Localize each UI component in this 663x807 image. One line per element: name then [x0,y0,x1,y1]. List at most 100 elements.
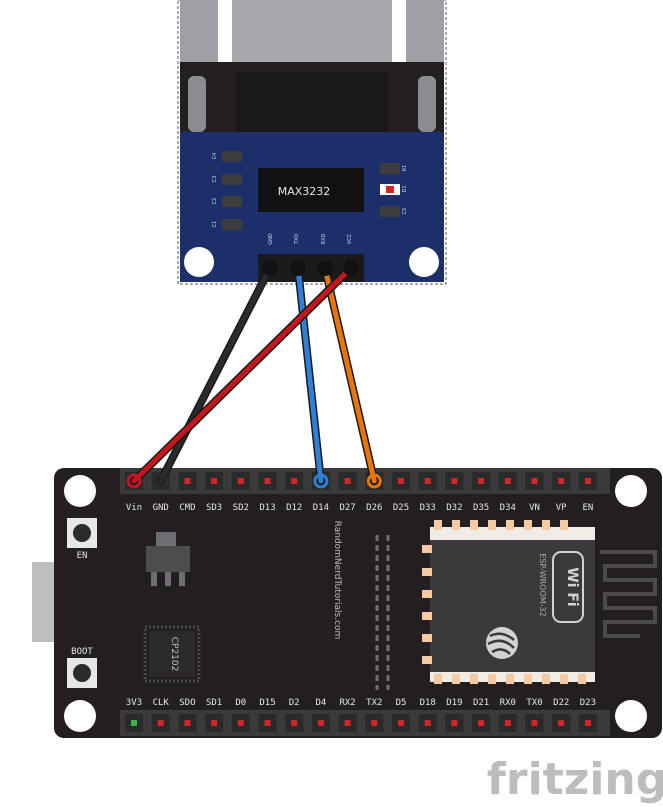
bottom-pin-label: D4 [315,698,326,708]
voltage-regulator [146,532,190,586]
bottom-pin-d2[interactable] [291,720,298,726]
top-pin-sd3[interactable] [211,478,218,484]
top-pin-d35[interactable] [478,478,485,484]
top-pin-label: D33 [420,503,436,513]
wire-vcc-vin[interactable] [126,260,359,489]
antenna-trace [600,550,657,638]
mounting-hole [64,475,96,507]
bottom-pin-label: SDO [179,698,195,708]
mounting-hole [615,700,647,732]
bottom-pin-tx2[interactable] [371,720,378,726]
bottom-pin-d15[interactable] [264,720,271,726]
bottom-pin-sd1[interactable] [211,720,218,726]
wire-gnd-gnd[interactable] [153,260,278,489]
bottom-pin-label: CLK [153,698,170,708]
pin-label-vcc: VCC [347,233,353,244]
bottom-pin-tx0[interactable] [531,720,538,726]
top-pin-en[interactable] [584,478,591,484]
components-right: R1 D1 C5 [380,163,408,217]
cp2102-chip [143,625,201,683]
bottom-pin-d23[interactable] [584,720,591,726]
chip-label: MAX3232 [278,185,331,198]
top-pin-cmd[interactable] [184,478,191,484]
mounting-hole [409,247,439,277]
top-pin-label: Vin [126,503,142,513]
top-pin-label: D14 [313,503,329,513]
cap-label: C2 [212,198,218,205]
part-label: C5 [402,208,408,215]
top-pin-label: D25 [393,503,409,513]
top-pin-sd2[interactable] [237,478,244,484]
top-pin-label: D35 [473,503,489,513]
bottom-pin-label: D23 [580,698,596,708]
bottom-pin-rx2[interactable] [344,720,351,726]
bottom-pin-d0[interactable] [237,720,244,726]
cp2102-label: CP2102 [169,637,179,672]
bottom-pin-d18[interactable] [424,720,431,726]
bottom-pin-label: TX0 [526,698,542,708]
top-pin-label: D26 [366,503,382,513]
cap-label: C3 [212,176,218,183]
top-pin-label: D34 [500,503,516,513]
part-label: R1 [402,165,408,172]
cap-label: C4 [212,153,218,160]
bottom-pin-d19[interactable] [451,720,458,726]
bottom-pin-d4[interactable] [317,720,324,726]
pin-label-txd: TXD [294,234,300,245]
top-pin-d13[interactable] [264,478,271,484]
max3232-chip [258,168,364,212]
top-pin-d33[interactable] [424,478,431,484]
bottom-pin-label: RX0 [500,698,516,708]
top-pin-vp[interactable] [558,478,565,484]
top-pin-d32[interactable] [451,478,458,484]
top-pin-label: CMD [179,503,195,513]
top-pin-d12[interactable] [291,478,298,484]
rs232-pin-rxd[interactable] [317,260,333,276]
mounting-hole [615,475,647,507]
top-pin-label: SD2 [233,503,249,513]
rs232-pins [262,260,359,276]
top-pin-label: EN [582,503,593,513]
bottom-pin-d5[interactable] [398,720,404,726]
top-pin-label: D13 [259,503,275,513]
bottom-pin-clk[interactable] [157,720,164,726]
top-pin-d25[interactable] [398,478,404,484]
wires [126,260,382,489]
top-pin-label: GND [153,503,169,513]
bottom-pin-d21[interactable] [478,720,485,726]
en-button[interactable] [67,518,97,548]
part-label: D1 [402,185,408,192]
cap-label: C1 [212,221,218,228]
top-pin-d34[interactable] [504,478,511,484]
pin-label-rxd: RXD [321,233,327,244]
bottom-pin-label: RX2 [339,698,355,708]
bottom-pin-label: TX2 [366,698,382,708]
capacitors-left: C4 C3 C2 C1 [212,151,242,230]
bottom-pin-d22[interactable] [558,720,565,726]
top-pin-vn[interactable] [531,478,538,484]
module-label: ESP-WROOM-32 [538,553,547,616]
bottom-pin-sdo[interactable] [184,720,191,726]
mounting-hole [184,247,214,277]
esp-wroom-32-module: Wi Fi ESP-WROOM-32 [422,520,662,684]
bottom-pin-3v3[interactable] [131,720,137,726]
bottom-pin-label: D0 [235,698,246,708]
rs232-pin-txd[interactable] [290,260,306,276]
boot-button-label: BOOT [71,647,93,657]
wifi-logo [552,551,584,623]
rs232-pin-vcc[interactable] [343,260,359,276]
boot-button[interactable] [67,658,97,688]
website-label: RandomNerdTutorials.com [332,521,342,640]
dashed-traces [375,535,390,690]
rs232-pin-gnd[interactable] [262,260,278,276]
top-pin-d27[interactable] [344,478,351,484]
bottom-pin-label: D21 [473,698,489,708]
pin-label-gnd: GND [268,233,274,245]
bottom-pin-label: D2 [289,698,300,708]
bottom-pin-rx0[interactable] [504,720,511,726]
bottom-pin-row [125,714,597,732]
top-pin-label: VP [556,503,567,513]
fritzing-watermark: fritzing [487,754,663,805]
